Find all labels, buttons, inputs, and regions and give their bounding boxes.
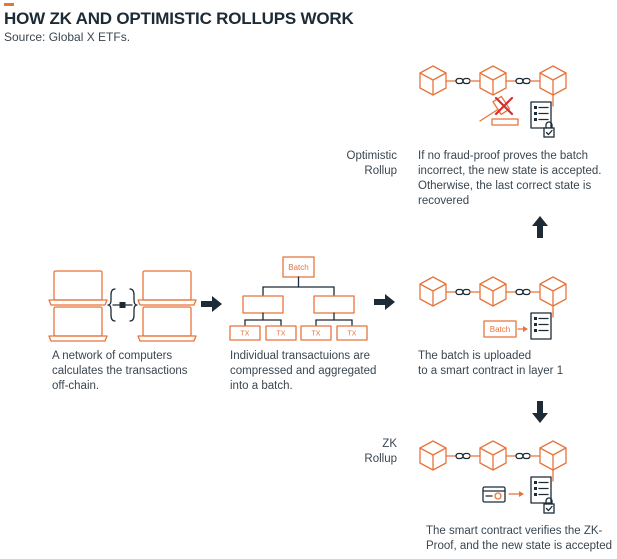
cube-block-icon <box>420 441 566 481</box>
batch-tree: Batch TX TX TX TX <box>229 256 368 341</box>
page-title: HOW ZK AND OPTIMISTIC ROLLUPS WORK <box>4 9 354 28</box>
optimistic-chain <box>420 66 566 106</box>
arrow-icon <box>532 216 548 238</box>
laptop-icon <box>137 306 197 342</box>
arrow-icon <box>374 294 395 310</box>
upload-caption: The batch is uploaded to a smart contrac… <box>418 350 564 377</box>
tx-box <box>229 325 261 341</box>
optimistic-caption: If no fraud-proof proves the batch incor… <box>418 150 602 207</box>
zk-rollup-label: ZK Rollup <box>364 438 397 465</box>
zk-proof-document-icon <box>482 486 506 503</box>
tx-label: TX <box>312 331 321 338</box>
source-note: Source: Global X ETFs. <box>4 30 131 44</box>
smart-contract-icon <box>530 312 552 340</box>
batch-box <box>483 320 517 338</box>
laptop-icon <box>137 270 197 306</box>
smart-contract-icon <box>530 476 552 504</box>
batching-caption: Individual transactuions are compressed … <box>230 350 377 392</box>
tx-label: TX <box>241 331 250 338</box>
title-accent-bar <box>4 3 14 6</box>
cube-block-icon <box>420 66 566 106</box>
lock-icon <box>543 497 555 514</box>
lock-icon <box>543 121 555 138</box>
batch-label: Batch <box>490 325 510 334</box>
laptop-icon <box>48 270 108 306</box>
smart-contract-icon <box>530 101 552 129</box>
computer-network <box>48 270 197 342</box>
tx-box <box>300 325 332 341</box>
layer1-chain <box>420 277 566 317</box>
tx-box <box>336 325 368 341</box>
zk-caption: The smart contract verifies the ZK- Proo… <box>426 525 613 552</box>
tx-label: TX <box>277 331 286 338</box>
arrow-icon <box>532 401 548 423</box>
cube-block-icon <box>420 277 566 317</box>
zk-chain <box>420 441 566 481</box>
laptop-icon <box>48 306 108 342</box>
network-node <box>119 302 126 308</box>
arrow-icon <box>201 296 222 312</box>
batch-label: Batch <box>288 263 308 272</box>
optimistic-rollup-label: Optimistic Rollup <box>346 150 397 177</box>
computers-caption: A network of computers calculates the tr… <box>52 350 188 392</box>
tx-box <box>265 325 297 341</box>
tx-label: TX <box>348 331 357 338</box>
x-mark-icon <box>494 96 514 116</box>
